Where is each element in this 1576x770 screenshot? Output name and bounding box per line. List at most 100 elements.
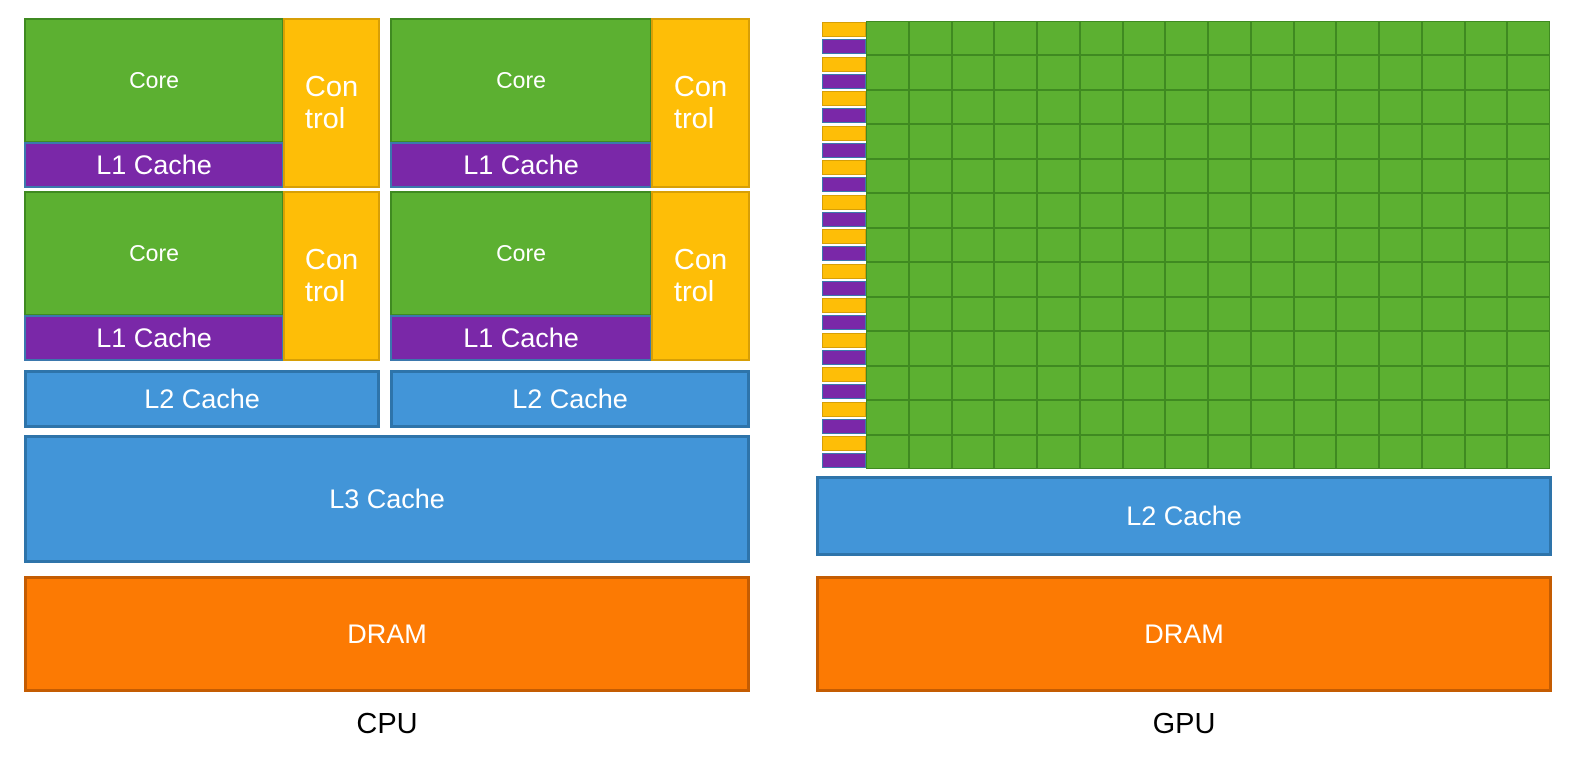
gpu-core-cell [1293, 124, 1337, 159]
gpu-sm-unit [822, 160, 866, 192]
gpu-core-cell [1122, 55, 1166, 90]
gpu-core-cell [1208, 193, 1251, 228]
gpu-core-cell [994, 158, 1037, 194]
gpu-core-cell [1464, 21, 1508, 56]
cpu-l2-cache-left: L2 Cache [24, 370, 380, 428]
gpu-control-block [822, 22, 866, 37]
gpu-core-cell [1208, 158, 1251, 194]
gpu-core-cell [1037, 262, 1080, 297]
gpu-l1-cache-block [822, 280, 866, 296]
gpu-l1-cache-block [822, 315, 866, 330]
gpu-core-cell [1336, 158, 1379, 194]
cpu-core-2: Core [390, 18, 652, 143]
gpu-core-cell [1336, 365, 1379, 401]
gpu-core-cell [1208, 365, 1251, 401]
gpu-core-cell [1037, 227, 1080, 263]
gpu-core-cell [1037, 296, 1080, 332]
gpu-core-cell [1208, 89, 1251, 125]
gpu-core-cell [1208, 227, 1251, 263]
gpu-core-cell [1250, 21, 1294, 56]
cpu-core-3: Core [24, 191, 284, 316]
gpu-core-cell [1336, 227, 1379, 263]
gpu-core-cell [1379, 365, 1422, 401]
gpu-core-cell [1165, 55, 1208, 90]
gpu-core-cell [1421, 158, 1465, 194]
gpu-core-cell [1421, 21, 1465, 56]
gpu-core-cell [866, 55, 909, 90]
gpu-core-cell [866, 296, 909, 332]
gpu-sm-unit [822, 436, 866, 468]
gpu-core-cell [1421, 55, 1465, 90]
gpu-core-cell [1208, 262, 1251, 297]
gpu-l2-cache: L2 Cache [816, 476, 1552, 556]
gpu-control-block [822, 332, 866, 348]
gpu-core-cell [1507, 124, 1550, 159]
gpu-core-cell [1507, 296, 1550, 332]
gpu-core-cell [1379, 158, 1422, 194]
gpu-core-cell [1464, 227, 1508, 263]
gpu-core-cell [1293, 89, 1337, 125]
gpu-core-cell [1379, 262, 1422, 297]
gpu-l1-cache-block [822, 73, 866, 89]
cpu-l2-cache-right: L2 Cache [390, 370, 750, 428]
gpu-l1-cache-block [822, 384, 866, 399]
gpu-core-cell [1079, 55, 1123, 90]
gpu-core-cell [1336, 296, 1379, 332]
gpu-sm-unit [822, 56, 866, 89]
gpu-core-cell [1079, 331, 1123, 366]
gpu-core-cell [908, 400, 952, 435]
gpu-core-cell [1250, 158, 1294, 194]
gpu-l1-cache-block [822, 453, 866, 468]
gpu-core-cell [908, 55, 952, 90]
gpu-core-cell [1079, 89, 1123, 125]
gpu-core-cell [1421, 331, 1465, 366]
gpu-l1-cache-block [822, 211, 866, 227]
gpu-core-cell [1507, 262, 1550, 297]
gpu-core-cell [951, 89, 995, 125]
gpu-core-cell [1250, 193, 1294, 228]
gpu-core-cell [1336, 262, 1379, 297]
gpu-core-cell [1079, 21, 1123, 56]
gpu-sm-unit [822, 22, 866, 54]
gpu-core-cell [1507, 193, 1550, 228]
gpu-core-cell [1464, 89, 1508, 125]
gpu-core-cell [908, 21, 952, 56]
gpu-core-cell [1421, 434, 1465, 469]
gpu-core-cell [1165, 365, 1208, 401]
gpu-core-cell [1122, 331, 1166, 366]
gpu-core-cell [1421, 124, 1465, 159]
cpu-control-3-line1: Con [304, 243, 359, 276]
gpu-sm-unit [822, 125, 866, 158]
gpu-core-cell [1122, 158, 1166, 194]
gpu-core-cell [866, 89, 909, 125]
gpu-core-cell [951, 193, 995, 228]
gpu-core-cell [1293, 55, 1337, 90]
gpu-control-block [822, 125, 866, 141]
cpu-core-group-1: Core L1 Cache Con trol [24, 18, 380, 188]
gpu-sm-strip [822, 22, 866, 468]
gpu-core-cell [1208, 296, 1251, 332]
gpu-core-cell [1464, 296, 1508, 332]
gpu-core-cell [1293, 262, 1337, 297]
gpu-control-block [822, 263, 866, 279]
gpu-core-cell [1079, 365, 1123, 401]
gpu-core-cell [1037, 434, 1080, 469]
gpu-core-cell [1122, 89, 1166, 125]
cpu-panel: Core L1 Cache Con trol Core L1 Cache Con… [24, 18, 750, 740]
gpu-core-cell [1507, 158, 1550, 194]
gpu-core-cell [994, 434, 1037, 469]
gpu-core-cell [1464, 55, 1508, 90]
gpu-core-cell [1079, 124, 1123, 159]
cpu-l1-cache-2: L1 Cache [390, 142, 652, 188]
gpu-core-cell [1165, 262, 1208, 297]
gpu-core-cell [1507, 434, 1550, 469]
gpu-core-cell [1336, 21, 1379, 56]
gpu-core-cell [951, 434, 995, 469]
gpu-core-cell [1507, 21, 1550, 56]
gpu-core-cell [1122, 124, 1166, 159]
gpu-core-cell [1336, 89, 1379, 125]
gpu-core-cell [1165, 193, 1208, 228]
gpu-core-cell [1507, 365, 1550, 401]
gpu-core-cell [994, 89, 1037, 125]
gpu-core-cell [951, 124, 995, 159]
